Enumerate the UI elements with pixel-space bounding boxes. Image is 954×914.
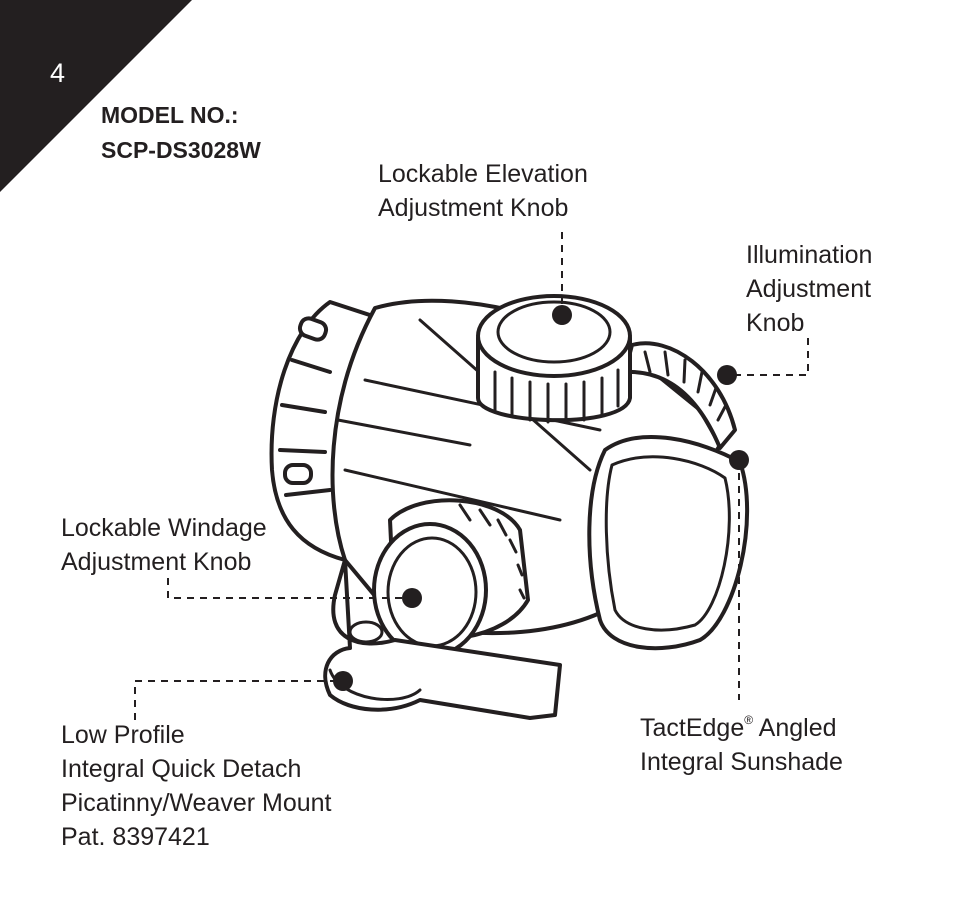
windage-knob-callout: Lockable Windage Adjustment Knob — [61, 514, 267, 576]
model-number-block: MODEL NO.: SCP-DS3028W — [101, 98, 261, 168]
model-number: SCP-DS3028W — [101, 137, 261, 163]
elevation-knob-callout: Lockable Elevation Adjustment Knob — [378, 160, 588, 222]
mount-callout: Low Profile Integral Quick Detach Picati… — [61, 721, 332, 851]
sunshade-marker — [729, 450, 749, 470]
elevation-knob-marker — [552, 305, 572, 325]
windage-knob-marker — [402, 588, 422, 608]
model-label: MODEL NO.: — [101, 102, 239, 128]
sunshade-callout: TactEdge® Angled Integral Sunshade — [640, 713, 843, 776]
brand-name: TactEdge — [640, 714, 745, 742]
page-corner-triangle — [0, 0, 192, 192]
illumination-knob-marker — [717, 365, 737, 385]
page-number: 4 — [50, 58, 66, 88]
registered-mark: ® — [744, 713, 754, 727]
illumination-knob-callout: Illumination Adjustment Knob — [746, 241, 873, 337]
mount-marker — [333, 671, 353, 691]
